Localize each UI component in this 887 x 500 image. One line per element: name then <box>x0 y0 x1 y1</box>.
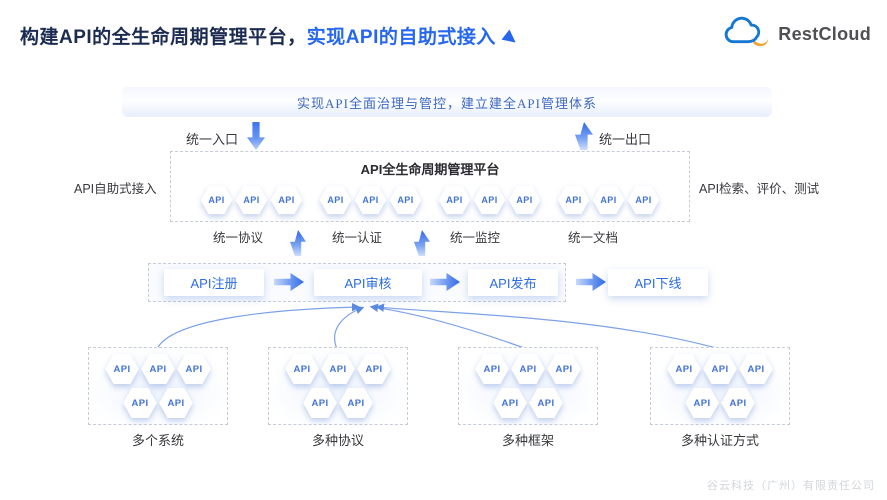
api-hexagon: API <box>547 353 581 385</box>
entry-label: 统一入口 <box>186 132 239 147</box>
right-side-label: API检索、评价、测试 <box>699 182 820 196</box>
platform-hexagons: API API API API API API API API API API … <box>171 185 689 215</box>
unify-label-protocol: 统一协议 <box>212 231 264 245</box>
source-label-protocols: 多种协议 <box>311 433 365 448</box>
source-label-systems: 多个系统 <box>131 433 185 448</box>
platform-title: API全生命周期管理平台 <box>360 162 500 177</box>
api-hexagon: API <box>703 353 737 385</box>
cursor-triangle-icon <box>501 29 519 47</box>
up-arrow-icon <box>290 230 306 256</box>
hex-group: API API API <box>438 185 541 215</box>
right-arrow-icon <box>576 273 606 291</box>
api-hexagon: API <box>475 353 509 385</box>
api-hexagon: API <box>438 185 471 215</box>
flow-step-publish: API发布 <box>468 269 558 296</box>
hex-group: API API API <box>200 185 303 215</box>
source-label-auth: 多种认证方式 <box>680 433 760 448</box>
api-hexagon: API <box>159 387 193 419</box>
hex-group: API API API <box>319 185 422 215</box>
title-dark: 构建API的全生命周期管理平台， <box>20 27 307 48</box>
flow-step-review: API审核 <box>314 269 422 296</box>
entry-down-arrow-icon <box>247 122 265 150</box>
api-hexagon: API <box>354 185 387 215</box>
flow-step-register: API注册 <box>164 269 264 296</box>
api-hexagon: API <box>592 185 625 215</box>
unify-label-doc: 统一文档 <box>567 231 619 245</box>
banner-text: 实现API全面治理与管控，建立建全API管理体系 <box>297 95 597 111</box>
unify-label-monitor: 统一监控 <box>449 231 501 245</box>
exit-label: 统一出口 <box>599 132 652 147</box>
api-hexagon: API <box>389 185 422 215</box>
page-title: 构建API的全生命周期管理平台， 实现API的自助式接入 <box>20 22 517 49</box>
api-hexagon: API <box>739 353 773 385</box>
api-hexagon: API <box>105 353 139 385</box>
api-hexagon: API <box>529 387 563 419</box>
api-hexagon: API <box>473 185 506 215</box>
logo-text: RestCloud <box>778 23 871 44</box>
api-hexagon: API <box>508 185 541 215</box>
api-hexagon: API <box>493 387 527 419</box>
api-hexagon: API <box>667 353 701 385</box>
api-hexagon: API <box>685 387 719 419</box>
platform-box: API全生命周期管理平台 API API API API API API API… <box>170 151 690 222</box>
title-highlight: 实现API的自助式接入 <box>306 27 496 48</box>
restcloud-logo: RestCloud <box>720 16 871 52</box>
api-hexagon: API <box>321 353 355 385</box>
api-hexagon: API <box>339 387 373 419</box>
up-arrow-icon <box>414 230 430 256</box>
api-hexagon: API <box>177 353 211 385</box>
api-hexagon: API <box>141 353 175 385</box>
exit-up-arrow-icon <box>575 122 593 150</box>
connector-curves <box>156 302 721 350</box>
source-label-frameworks: 多种框架 <box>501 433 555 448</box>
cloud-icon <box>724 16 769 47</box>
hex-group: API API API <box>557 185 660 215</box>
api-hexagon: API <box>357 353 391 385</box>
left-side-label: API自助式接入 <box>74 182 157 196</box>
company-footer: 谷云科技（广州）有限责任公司 <box>707 480 875 492</box>
api-hexagon: API <box>721 387 755 419</box>
api-hexagon: API <box>627 185 660 215</box>
governance-banner: 实现API全面治理与管控，建立建全API管理体系 <box>122 87 772 117</box>
api-hexagon: API <box>319 185 352 215</box>
api-hexagon: API <box>200 185 233 215</box>
api-hexagon: API <box>511 353 545 385</box>
api-hexagon: API <box>303 387 337 419</box>
api-hexagon: API <box>123 387 157 419</box>
api-hexagon: API <box>285 353 319 385</box>
unify-label-auth: 统一认证 <box>331 231 383 245</box>
api-hexagon: API <box>270 185 303 215</box>
flow-step-offline: API下线 <box>608 269 708 296</box>
api-hexagon: API <box>235 185 268 215</box>
api-hexagon: API <box>557 185 590 215</box>
